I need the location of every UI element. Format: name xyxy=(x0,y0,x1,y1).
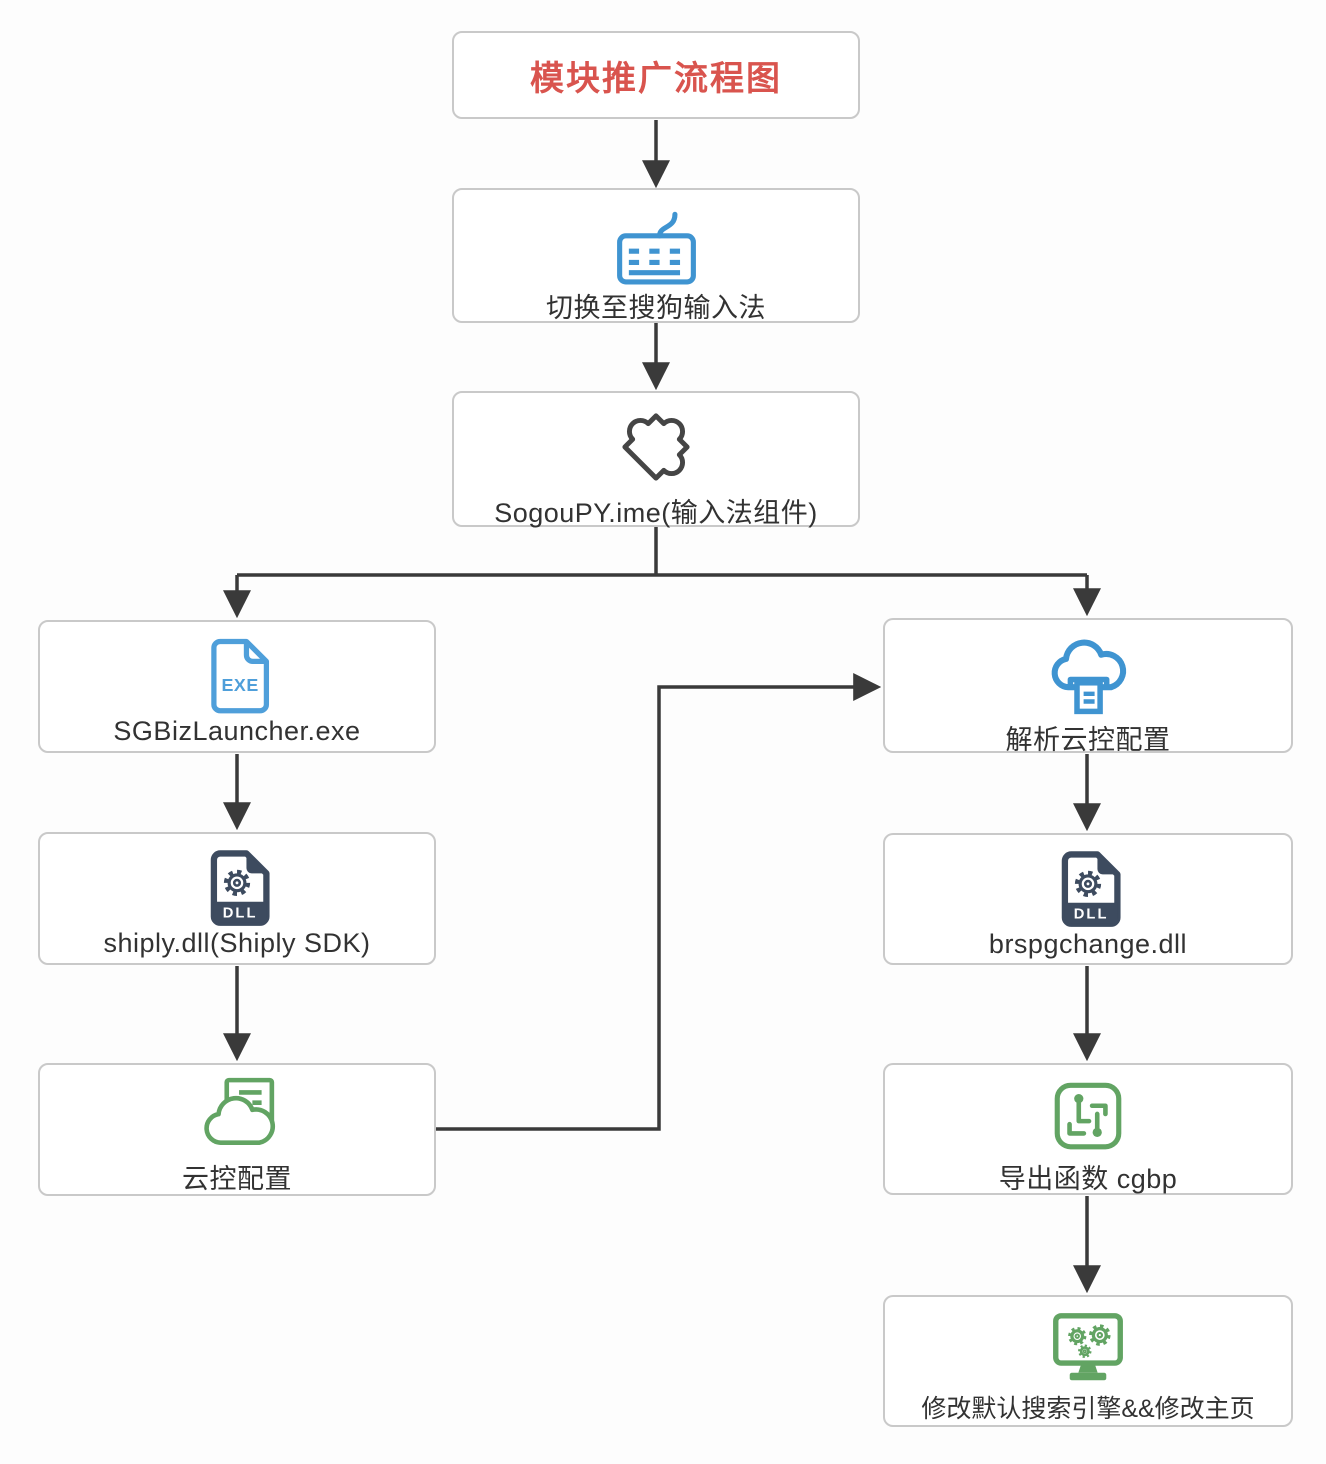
node-label: 修改默认搜索引擎&&修改主页 xyxy=(921,1395,1255,1423)
dll-file-icon: DLL xyxy=(195,844,279,928)
node-label: SGBizLauncher.exe xyxy=(113,716,361,746)
keyboard-icon xyxy=(609,200,704,286)
node-sogoupy-ime: SogouPY.ime(输入法组件) xyxy=(452,391,860,528)
cloud-parse-icon xyxy=(1044,630,1132,718)
dll-file-icon: DLL xyxy=(1046,845,1130,929)
svg-text:DLL: DLL xyxy=(223,906,258,922)
node-cloud-config: 云控配置 xyxy=(38,1063,436,1196)
node-label: 切换至搜狗输入法 xyxy=(546,293,766,323)
svg-text:DLL: DLL xyxy=(1074,907,1109,923)
exe-file-icon: EXE xyxy=(195,632,279,716)
node-modify-home: 修改默认搜索引擎&&修改主页 xyxy=(883,1295,1293,1427)
node-brspgchange: DLL brspgchange.dll xyxy=(883,833,1293,965)
node-switch-ime: 切换至搜狗输入法 xyxy=(452,188,860,323)
node-label: 解析云控配置 xyxy=(1005,725,1171,755)
node-label: 导出函数 cgbp xyxy=(998,1164,1178,1194)
puzzle-icon xyxy=(612,403,700,491)
node-export-func: 导出函数 cgbp xyxy=(883,1063,1293,1195)
node-parse-cloud: 解析云控配置 xyxy=(883,618,1293,755)
node-label: SogouPY.ime(输入法组件) xyxy=(494,498,818,528)
node-label: brspgchange.dll xyxy=(988,929,1188,959)
page-title: 模块推广流程图 xyxy=(530,59,782,98)
node-launcher: EXE SGBizLauncher.exe xyxy=(38,620,436,753)
node-label: shiply.dll(Shiply SDK) xyxy=(103,928,371,958)
function-export-icon xyxy=(1047,1075,1129,1157)
cloud-document-icon xyxy=(196,1075,278,1157)
svg-text:EXE: EXE xyxy=(222,675,259,695)
node-title: 模块推广流程图 xyxy=(452,31,860,119)
monitor-gears-icon xyxy=(1045,1307,1131,1389)
node-label: 云控配置 xyxy=(182,1164,292,1194)
edge-branch-trunk xyxy=(237,527,1087,577)
node-shiply: DLL shiply.dll(Shiply SDK) xyxy=(38,832,436,965)
edge-cloudcfg-to-parse xyxy=(436,673,882,1131)
